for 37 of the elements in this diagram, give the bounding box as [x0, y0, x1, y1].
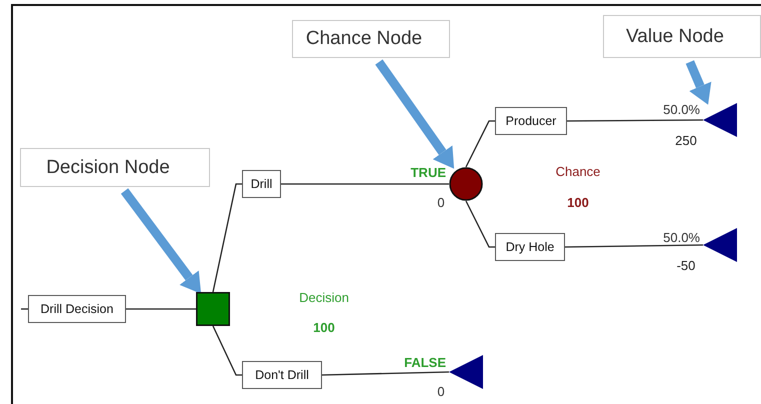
value-triangle	[703, 103, 737, 137]
value-label: 0	[437, 384, 445, 399]
callout-box: Decision Node	[20, 148, 210, 187]
value-label: 250	[675, 133, 697, 148]
branch-line	[322, 371, 450, 376]
edge-label: TRUE	[410, 165, 446, 180]
branch-line	[565, 244, 703, 248]
branch-line	[465, 200, 495, 248]
callout-arrow	[120, 188, 202, 294]
branch-line	[212, 183, 242, 292]
value-triangle	[703, 228, 737, 262]
branch-box: Drill Decision	[28, 295, 126, 323]
branch-box: Dry Hole	[495, 233, 565, 261]
branch-line	[212, 326, 242, 376]
value-label: 0	[437, 195, 445, 210]
chance-circle	[449, 167, 483, 201]
branch-box: Drill	[242, 170, 281, 198]
branch-line	[126, 308, 196, 310]
value-label: Decision	[299, 290, 349, 305]
value-triangle	[449, 355, 483, 389]
value-label: 100	[313, 320, 335, 335]
branch-line	[465, 120, 495, 168]
edge-label: 50.0%	[663, 102, 700, 117]
edge-label: FALSE	[404, 355, 446, 370]
branch-line	[281, 183, 449, 185]
branch-box: Don't Drill	[242, 361, 322, 389]
value-label: Chance	[556, 164, 600, 179]
value-label: -50	[676, 258, 696, 273]
decision-square	[196, 292, 230, 326]
value-label: 100	[567, 195, 589, 210]
callout-arrow	[686, 60, 712, 105]
branch-line	[567, 119, 703, 122]
callout-arrow	[375, 59, 454, 169]
callout-box: Value Node	[603, 15, 761, 58]
edge-label: 50.0%	[663, 230, 700, 245]
branch-box: Producer	[495, 107, 567, 135]
callout-box: Chance Node	[292, 20, 450, 58]
